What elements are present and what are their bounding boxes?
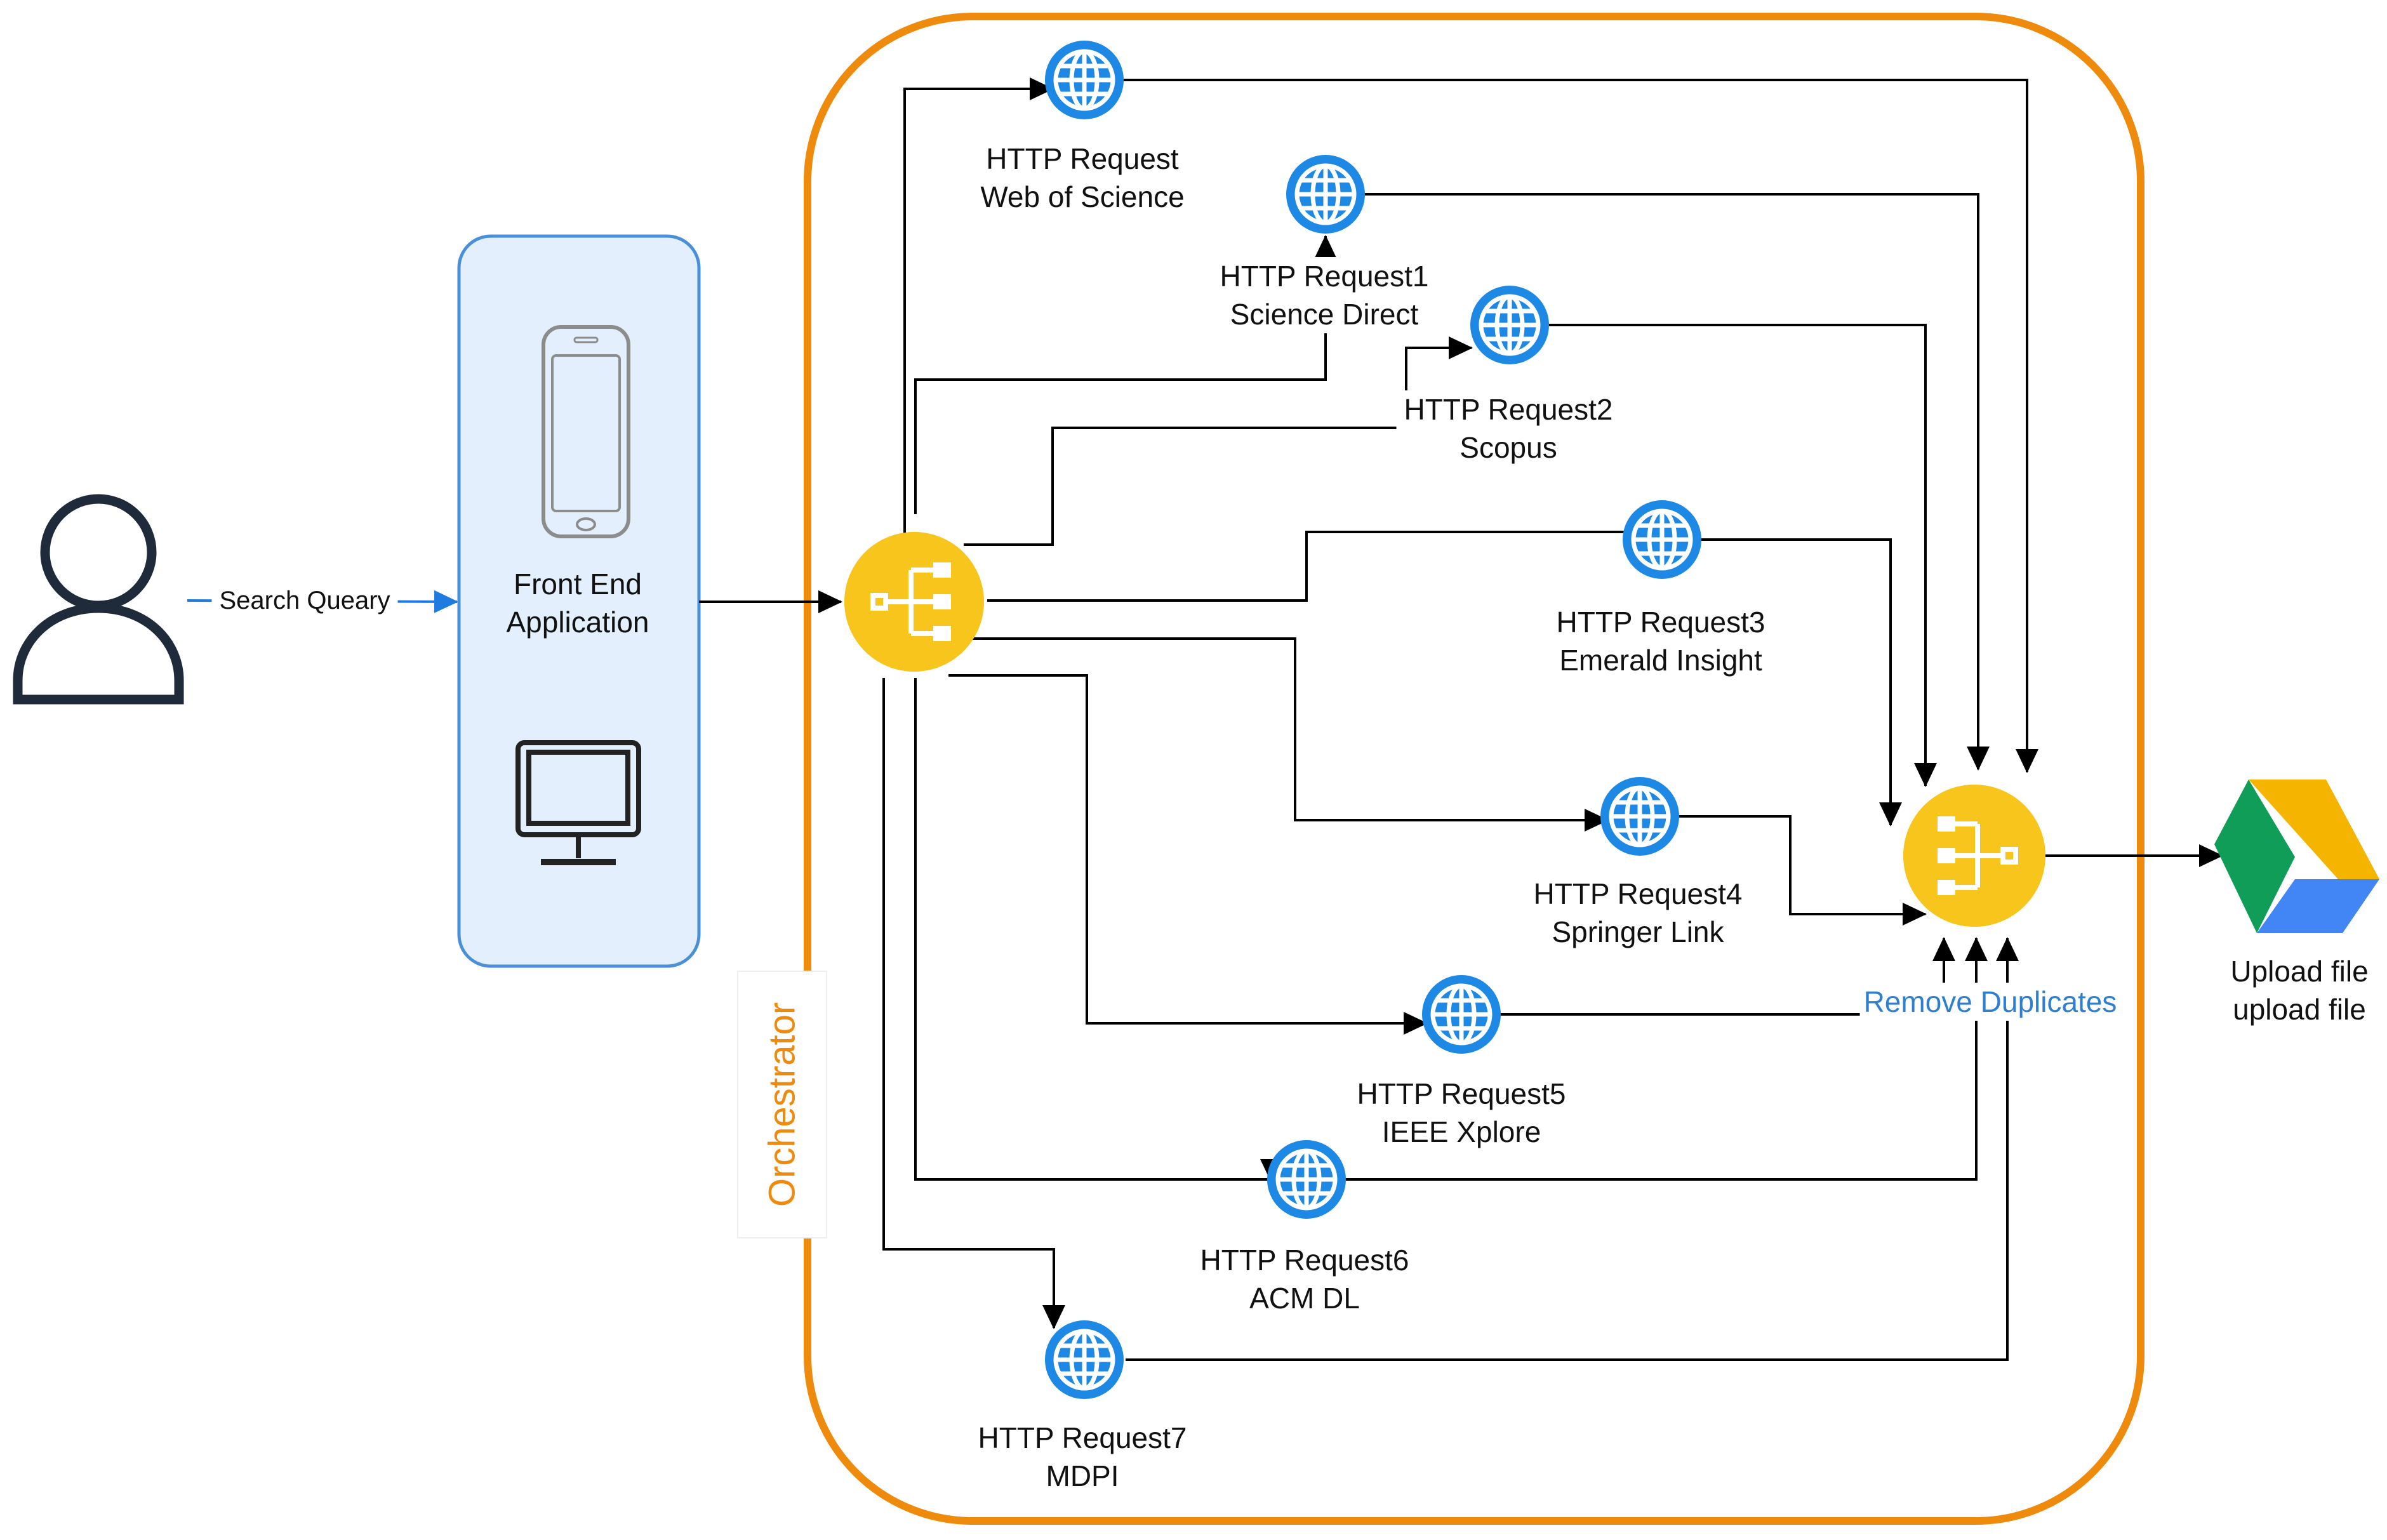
frontend-label-line1: Front End xyxy=(513,568,642,601)
request-label-science-direct: HTTP Request1 Science Direct xyxy=(1212,257,1437,333)
orchestrator-boundary xyxy=(804,13,2144,1525)
request-name: HTTP Request7 xyxy=(978,1421,1187,1454)
request-name: HTTP Request1 xyxy=(1220,260,1429,293)
request-source: Science Direct xyxy=(1230,298,1419,331)
request-label-scopus: HTTP Request2 Scopus xyxy=(1396,390,1621,467)
request-label-emerald-insight: HTTP Request3 Emerald Insight xyxy=(1548,603,1773,679)
globe-icon xyxy=(1267,1140,1346,1219)
globe-icon xyxy=(1623,500,1701,579)
request-source: IEEE Xplore xyxy=(1381,1115,1541,1148)
globe-icon xyxy=(1045,1320,1124,1399)
request-source: Springer Link xyxy=(1552,915,1724,948)
request-label-ieee-xplore: HTTP Request5 IEEE Xplore xyxy=(1349,1075,1574,1151)
globe-icon xyxy=(1600,777,1679,856)
globe-icon xyxy=(1422,975,1501,1054)
request-source: MDPI xyxy=(1046,1459,1119,1492)
request-name: HTTP Request4 xyxy=(1533,877,1743,910)
search-query-label: Search Queary xyxy=(211,585,398,616)
orchestrator-label-box xyxy=(737,971,827,1238)
request-label-acm-dl: HTTP Request6 ACM DL xyxy=(1192,1241,1417,1317)
frontend-label-line2: Application xyxy=(506,606,649,639)
request-name: HTTP Request5 xyxy=(1357,1077,1566,1110)
request-source: Scopus xyxy=(1459,431,1557,464)
request-label-springer-link: HTTP Request4 Springer Link xyxy=(1526,875,1750,951)
remove-duplicates-label: Remove Duplicates xyxy=(1859,983,2121,1021)
globe-icon xyxy=(1470,286,1549,364)
request-name: HTTP Request xyxy=(986,142,1179,175)
google-drive-icon xyxy=(2214,780,2379,933)
frontend-application-label: Front End Application xyxy=(498,565,656,641)
request-label-web-of-science: HTTP Request Web of Science xyxy=(973,140,1192,216)
request-name: HTTP Request2 xyxy=(1404,393,1613,426)
orchestrator-label: Orchestrator xyxy=(761,1002,803,1207)
request-label-mdpi: HTTP Request7 MDPI xyxy=(970,1419,1195,1495)
request-name: HTTP Request6 xyxy=(1200,1244,1409,1277)
remove-duplicates-node xyxy=(1903,785,2045,927)
upload-label-line1: Upload file xyxy=(2230,955,2369,988)
globe-icon xyxy=(1045,41,1124,119)
upload-label-line2: upload file xyxy=(2233,993,2366,1026)
orchestrator-node xyxy=(844,532,984,672)
request-source: ACM DL xyxy=(1249,1282,1360,1315)
request-source: Web of Science xyxy=(980,180,1185,213)
request-source: Emerald Insight xyxy=(1559,644,1762,677)
upload-file-label: Upload file upload file xyxy=(2223,952,2376,1028)
request-name: HTTP Request3 xyxy=(1556,606,1765,639)
desktop-monitor-icon xyxy=(515,740,641,865)
mobile-phone-icon xyxy=(542,325,630,538)
globe-icon xyxy=(1286,155,1365,234)
connector-lines xyxy=(882,77,2223,1361)
user-icon xyxy=(13,494,184,705)
